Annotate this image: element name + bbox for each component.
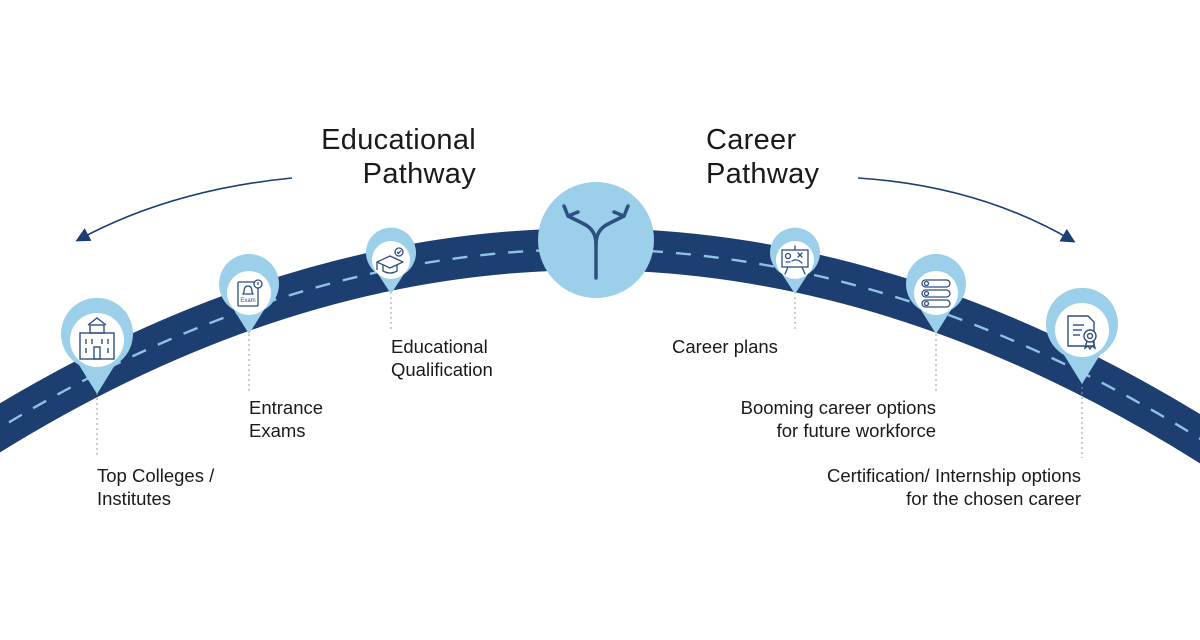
educational-heading-line-1: Educational	[321, 124, 476, 156]
certification-label-line-1: Certification/ Internship options	[827, 465, 1081, 486]
booming-careers-label-line-1: Booming career options	[740, 397, 936, 418]
graduation-cap-icon	[376, 247, 404, 274]
career-direction-arrow	[857, 177, 1076, 243]
entrance-exams-label: Entrance Exams	[249, 396, 323, 442]
exam-icon-text: Exam	[240, 298, 255, 304]
pin-entrance-exams: Exam	[219, 254, 279, 334]
certificate-icon	[1067, 315, 1097, 351]
top-colleges-label: Top Colleges / Institutes	[97, 464, 214, 510]
pin-top-colleges	[60, 297, 133, 394]
top-colleges-label-line-1: Top Colleges /	[97, 465, 215, 486]
crossroads-marker	[538, 182, 654, 298]
certification-label-line-2: for the chosen career	[906, 488, 1081, 509]
entrance-exams-label-line-2: Exams	[249, 420, 306, 441]
career-heading-line-2: Pathway	[706, 158, 820, 190]
career-heading-line-1: Career	[706, 124, 797, 156]
career-plans-label-line-1: Career plans	[672, 336, 778, 357]
exam-paper-icon	[237, 279, 263, 307]
career-pathway-heading: Career Pathway	[706, 123, 906, 191]
top-colleges-label-line-2: Institutes	[97, 488, 172, 509]
pin-certification	[1045, 287, 1118, 384]
educational-qualification-label: Educational Qualification	[391, 335, 493, 381]
career-plans-label: Career plans	[672, 335, 778, 358]
educational-pathway-heading: Educational Pathway	[300, 123, 476, 191]
booming-careers-label-line-2: for future workforce	[776, 420, 936, 441]
pin-booming-careers	[906, 254, 966, 334]
educational-direction-arrow	[75, 177, 293, 242]
pin-career-plans	[770, 227, 820, 294]
college-building-icon	[79, 317, 115, 360]
educational-heading-line-2: Pathway	[362, 158, 476, 190]
split-arrows-icon	[562, 204, 630, 280]
certification-label: Certification/ Internship options for th…	[827, 464, 1081, 510]
educational-qualification-label-line-2: Qualification	[391, 359, 493, 380]
entrance-exams-label-line-1: Entrance	[249, 397, 324, 418]
pin-educational-qualification	[366, 227, 416, 294]
educational-qualification-label-line-1: Educational	[391, 336, 488, 357]
options-list-icon	[921, 279, 951, 308]
booming-careers-label: Booming career options for future workfo…	[741, 396, 936, 442]
presentation-board-icon	[781, 245, 809, 275]
